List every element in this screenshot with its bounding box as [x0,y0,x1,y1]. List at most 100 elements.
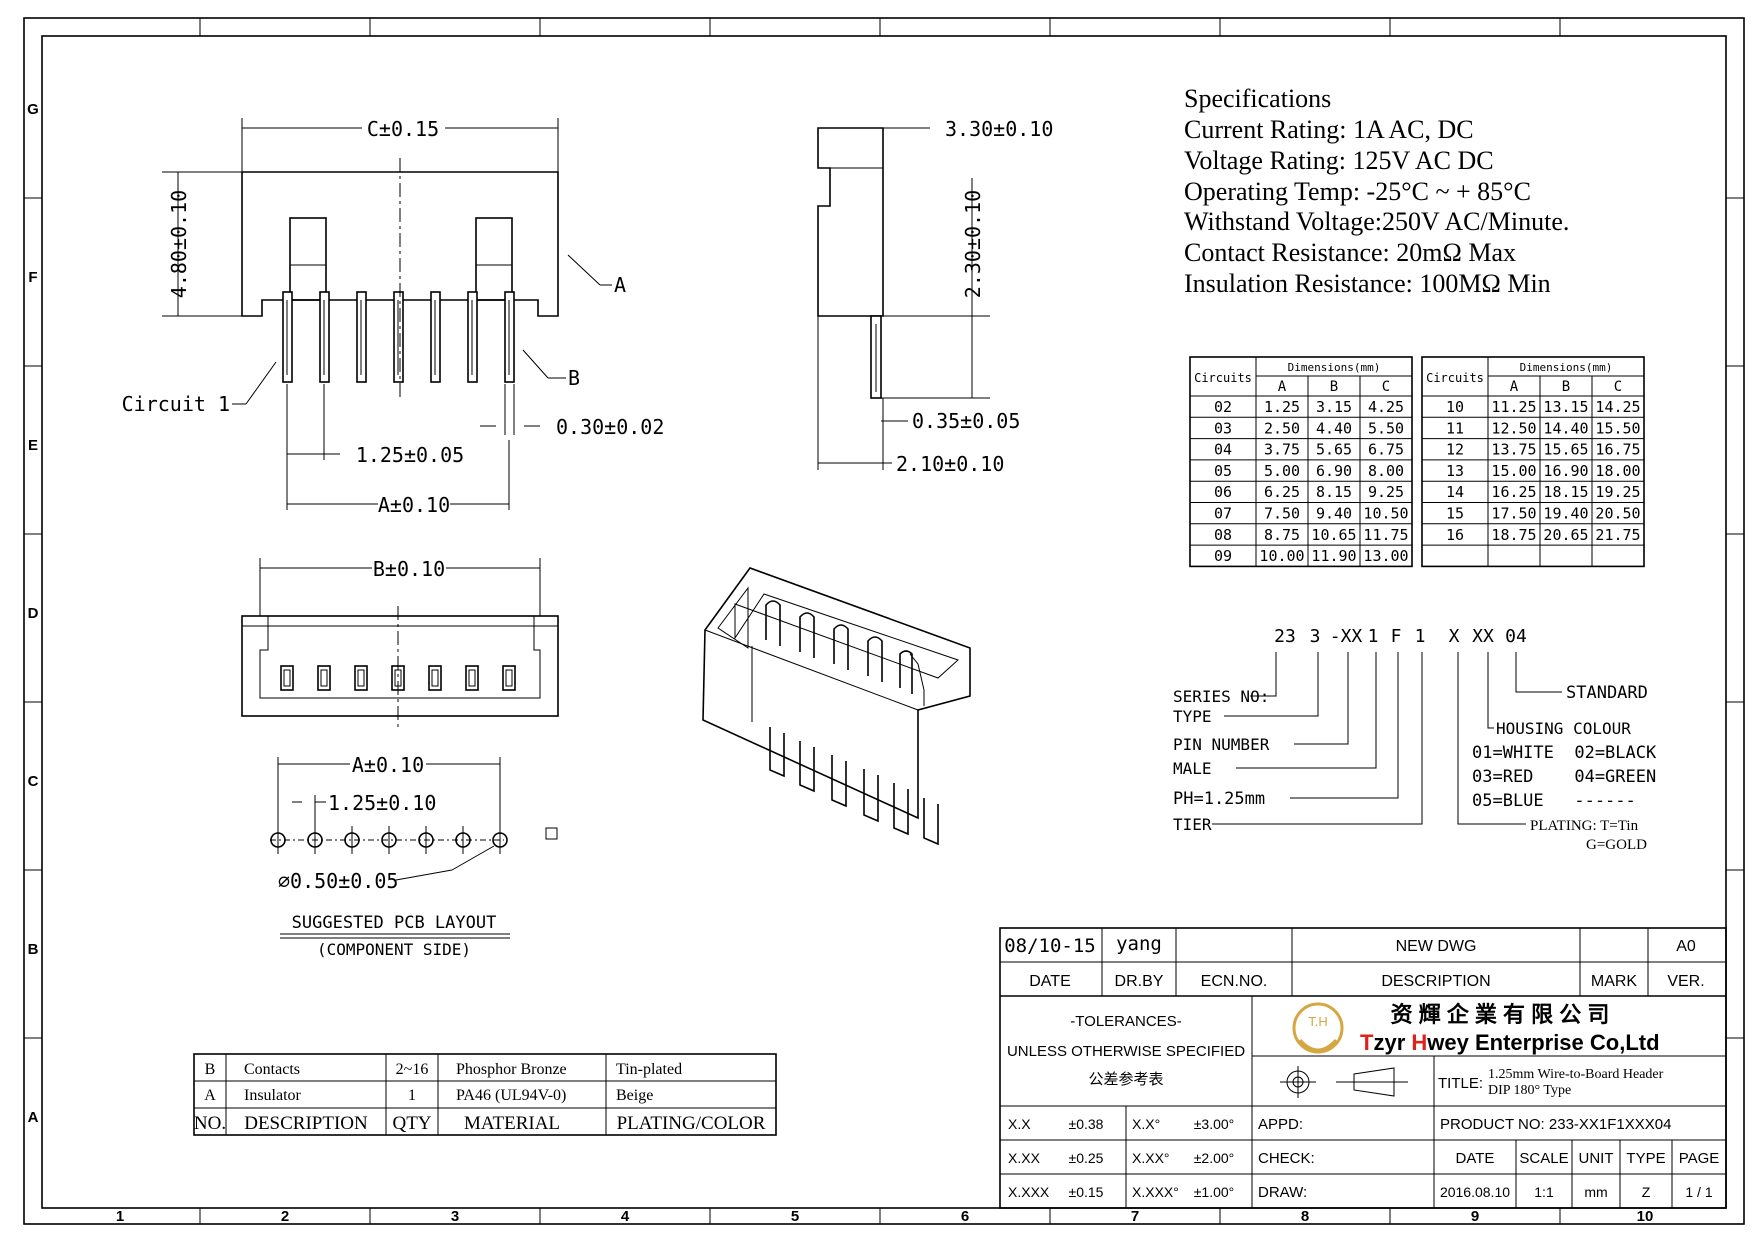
pcb-dim-hole: ⌀0.50±0.05 [278,869,398,893]
spec-line-3: Operating Temp: -25°C ~ + 85°C [1184,177,1531,206]
dim-table-cell: 1.25 [1264,398,1300,416]
tol-xx-angle-label: X.X° [1132,1116,1160,1132]
col-label-2: 2 [281,1208,289,1225]
logo-text: T.H [1308,1014,1328,1029]
col-label-3: 3 [451,1208,459,1225]
value-unit: mm [1584,1184,1607,1200]
col-label-8: 8 [1301,1208,1309,1225]
code-series-label: SERIES NO: [1173,687,1269,706]
col-label-10: 10 [1637,1208,1654,1225]
code-tier-label: TIER [1173,815,1212,834]
tol-xxxx-angle-value: ±1.00° [1194,1184,1235,1200]
dim-table-cell: 12.50 [1491,419,1536,437]
tol-xxxx-angle-label: X.XXX° [1132,1184,1179,1200]
dim-table-cell: 14.40 [1543,419,1588,437]
row-label-g: G [27,101,39,118]
pcb-layout: A±0.10 1.25±0.10 ⌀0.50±0.05 SUGGESTED PC… [270,753,558,959]
header-page: PAGE [1679,1150,1720,1167]
bom-row-b-no: B [205,1061,216,1078]
code-f: F [1391,626,1402,647]
value-date: 2016.08.10 [1440,1184,1510,1200]
dim-table-cell: 11.90 [1311,547,1356,565]
dim-table-cell: 12 [1446,441,1464,459]
code-housing-label: HOUSING COLOUR [1496,719,1631,738]
col-label-9: 9 [1471,1208,1479,1225]
row-label-c: C [28,773,39,790]
tolerance-title: -TOLERANCES- [1070,1013,1181,1030]
bom-row-b-plating: Tin-plated [616,1061,682,1078]
title-label: TITLE: [1438,1075,1483,1092]
tolerance-subtitle: UNLESS OTHERWISE SPECIFIED [1007,1043,1245,1060]
company-logo: T.H [1292,1002,1344,1054]
bom-row-a-no: A [204,1087,216,1104]
dim-table-cell: 16.25 [1491,483,1536,501]
dim-table-cell: 11.25 [1491,398,1536,416]
dim-table-col-header: C [1382,379,1390,395]
dim-table-cell: 13.00 [1363,547,1408,565]
dim-base-width: 2.10±0.10 [896,452,1004,476]
spec-line-4: Withstand Voltage:250V AC/Minute. [1184,207,1569,236]
code-1b: 1 [1415,626,1426,647]
pcb-layout-subtitle: (COMPONENT SIDE) [317,940,471,959]
header-type: TYPE [1626,1150,1665,1167]
bom-row-a-desc: Insulator [244,1087,302,1104]
dim-table-col-header: C [1614,379,1622,395]
code-colour-3: 05=BLUE ------ [1472,791,1636,811]
dim-table-cell: 10 [1446,398,1464,416]
code-male-label: MALE [1173,759,1212,778]
col-label-6: 6 [961,1208,969,1225]
title-line-2: DIP 180° Type [1488,1083,1571,1098]
company-name-chinese: 资 輝 企 業 有 限 公 司 [1391,1002,1610,1027]
dim-table-cell: 5.00 [1264,462,1300,480]
header-description: DESCRIPTION [1381,973,1490,990]
company-name-rest: wey Enterprise Co,Ltd [1426,1030,1659,1055]
dim-table-cell: 11.75 [1363,526,1408,544]
dim-b: B±0.10 [373,557,445,581]
header-date: DATE [1029,973,1070,990]
dim-table-cell: 05 [1214,462,1232,480]
part-code: 23 3 -XX 1 F 1 X XX 04 SERIES NO: TYPE P… [1173,626,1657,853]
specifications: Specifications Current Rating: 1A AC, DC… [1184,84,1569,298]
title-block: 08/10-15 yang NEW DWG A0 DATE DR.BY ECN.… [999,927,1727,1209]
dim-table-col-header: A [1510,379,1519,395]
front-pins [282,291,515,383]
tolerance-chinese: 公差参考表 [1088,1071,1163,1088]
spec-line-5: Contact Resistance: 20mΩ Max [1184,238,1516,267]
company-name-h: H [1411,1030,1427,1055]
row-label-e: E [28,437,38,454]
header-scale: SCALE [1519,1150,1568,1167]
bom-row-b-material: Phosphor Bronze [456,1061,567,1078]
header-unit: UNIT [1579,1150,1614,1167]
dim-table-cell: 5.50 [1368,419,1404,437]
dim-table-cell: 15 [1446,505,1464,523]
dim-table-col-header: B [1330,379,1338,395]
dim-table-circuits-label: Circuits [1194,371,1252,385]
check-label: CHECK: [1258,1150,1315,1167]
code-colour-1: 01=WHITE 02=BLACK [1472,743,1657,763]
bom-header-no: NO. [194,1113,226,1134]
code-standard-label: STANDARD [1566,683,1648,703]
dim-table-dims-label: Dimensions(mm) [1520,361,1613,374]
col-label-5: 5 [791,1208,799,1225]
top-view: B±0.10 [241,557,559,730]
tol-xx-label: X.X [1008,1116,1031,1132]
dim-a: A±0.10 [378,493,450,517]
dim-table-cell: 18.00 [1595,462,1640,480]
code-23: 23 [1274,626,1296,647]
col-label-1: 1 [116,1208,124,1225]
spec-heading: Specifications [1184,84,1331,113]
tol-xxxx-value: ±0.15 [1069,1184,1104,1200]
dim-table-col-header: B [1562,379,1570,395]
header-mark: MARK [1591,973,1638,990]
bom-row-b-desc: Contacts [244,1061,300,1078]
row-label-b: B [28,941,39,958]
dim-table-cell: 18.15 [1543,483,1588,501]
tol-xxx-value: ±0.25 [1069,1150,1104,1166]
dim-table-cell: 02 [1214,398,1232,416]
dim-table-cell: 04 [1214,441,1232,459]
pcb-dim-a: A±0.10 [352,753,424,777]
code-xx2: XX [1472,626,1494,647]
dim-table-left-frame [1189,356,1413,568]
